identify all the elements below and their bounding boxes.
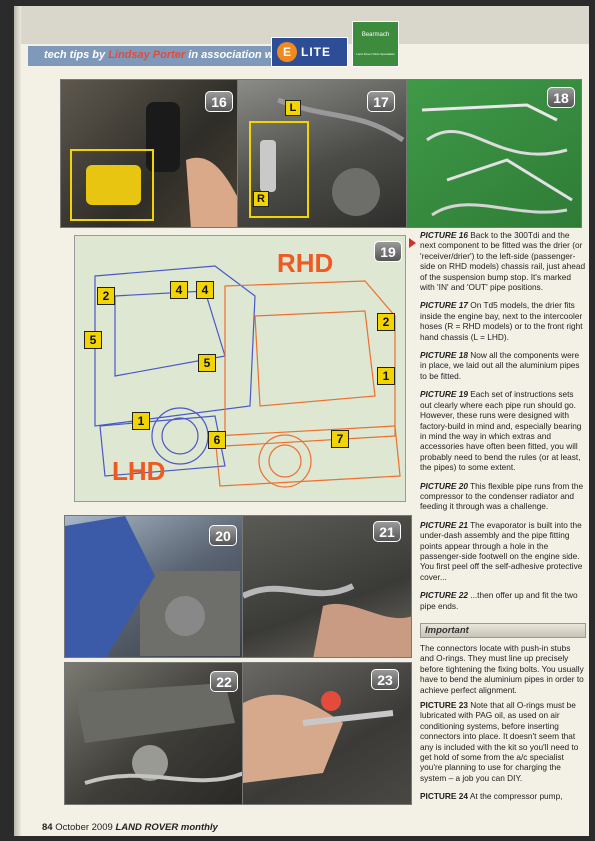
header-author: Lindsay Porter bbox=[108, 49, 186, 61]
photo-21-number: 21 bbox=[373, 521, 401, 542]
photo-20-number: 20 bbox=[209, 525, 237, 546]
caption-text: Now all the components were in place, we… bbox=[420, 350, 580, 381]
header-bar bbox=[28, 46, 291, 66]
issue-date: October 2009 bbox=[55, 822, 113, 833]
photo-16-number: 16 bbox=[205, 91, 233, 112]
header-prefix: tech tips by bbox=[44, 49, 106, 61]
caption-label: PICTURE 21 bbox=[420, 519, 468, 530]
rhd-label: RHD bbox=[277, 248, 334, 278]
important-text: The connectors locate with push-in stubs… bbox=[420, 643, 584, 695]
diagram-number: 19 bbox=[374, 241, 402, 262]
photo-22: 22 bbox=[64, 662, 243, 805]
diagram-marker: 4 bbox=[196, 281, 214, 299]
header-suffix: in association with bbox=[188, 49, 287, 61]
caption-text: Each set of instructions sets out clearl… bbox=[420, 389, 582, 473]
diagram-marker: 7 bbox=[331, 430, 349, 448]
photo-17-label-l: L bbox=[285, 100, 301, 116]
page-footer: 84 October 2009 LAND ROVER monthly bbox=[42, 822, 218, 833]
pipe-routing-diagram: RHD LHD 19 2 4 4 5 5 2 1 1 6 7 bbox=[74, 235, 406, 502]
diagram-marker: 2 bbox=[97, 287, 115, 305]
caption-16: PICTURE 16 Back to the 300Tdi and the ne… bbox=[420, 230, 586, 292]
page-spine bbox=[14, 6, 21, 836]
magazine-page: tech tips by Lindsay Porter in associati… bbox=[14, 6, 589, 836]
bearmach-logo: Bearmach Land Rover Parts Specialists bbox=[352, 21, 399, 67]
caption-22: PICTURE 22 ...then offer up and fit the … bbox=[420, 590, 586, 611]
caption-21: PICTURE 21 The evaporator is built into … bbox=[420, 520, 586, 582]
photo-23-scene bbox=[243, 691, 394, 783]
caption-text: At the compressor pump, bbox=[469, 791, 563, 802]
diagram-marker: 2 bbox=[377, 313, 395, 331]
caption-text: Note that all O-rings must be lubricated… bbox=[420, 700, 579, 783]
photo-20-scene bbox=[65, 516, 240, 657]
magazine-name: LAND ROVER bbox=[115, 822, 179, 833]
photo-17-number: 17 bbox=[367, 91, 395, 112]
photo-23: 23 bbox=[242, 662, 412, 805]
photo-18-scene bbox=[421, 103, 573, 217]
caption-column: PICTURE 16 Back to the 300Tdi and the ne… bbox=[420, 230, 586, 619]
photo-22-number: 22 bbox=[210, 671, 238, 692]
caption-label: PICTURE 19 bbox=[420, 389, 468, 400]
bearmach-logo-tagline: Land Rover Parts Specialists bbox=[356, 52, 395, 56]
elite-logo-icon: E bbox=[277, 42, 297, 62]
caption-label: PICTURE 22 bbox=[420, 590, 468, 601]
caption-20: PICTURE 20 This flexible pipe runs from … bbox=[420, 481, 586, 512]
caption-text: The evaporator is built into the under-d… bbox=[420, 519, 583, 582]
photo-23-number: 23 bbox=[371, 669, 399, 690]
caption-text: This flexible pipe runs from the compres… bbox=[420, 480, 584, 512]
caption-label: PICTURE 16 bbox=[420, 230, 468, 240]
caption-text: On Td5 models, the drier fits inside the… bbox=[420, 300, 583, 342]
diagram-marker: 1 bbox=[132, 412, 150, 430]
caption-19: PICTURE 19 Each set of instructions sets… bbox=[420, 389, 586, 472]
photo-21: 21 bbox=[242, 515, 412, 658]
diagram-marker: 5 bbox=[198, 354, 216, 372]
diagram-marker: 1 bbox=[377, 367, 395, 385]
page-number: 84 bbox=[42, 822, 53, 833]
caption-label: PICTURE 24 bbox=[420, 791, 468, 802]
caption-text: Back to the 300Tdi and the next componen… bbox=[420, 230, 586, 293]
lhd-label: LHD bbox=[112, 456, 166, 486]
photo-22-scene bbox=[75, 683, 242, 785]
header-text: tech tips by Lindsay Porter in associati… bbox=[44, 49, 287, 61]
caption-23: PICTURE 23 Note that all O-rings must be… bbox=[420, 700, 586, 783]
diagram-marker: 4 bbox=[170, 281, 188, 299]
elite-logo-text: LITE bbox=[301, 45, 331, 59]
important-title: Important bbox=[425, 625, 469, 636]
photo-17: L R 17 bbox=[237, 79, 407, 228]
diagram-marker: 6 bbox=[208, 431, 226, 449]
caption-column-lower: PICTURE 23 Note that all O-rings must be… bbox=[420, 700, 586, 810]
photo-17-scene bbox=[249, 97, 405, 218]
caption-label: PICTURE 20 bbox=[420, 480, 468, 491]
diagram-marker: 5 bbox=[84, 331, 102, 349]
photo-16: 16 bbox=[60, 79, 239, 228]
caption-label: PICTURE 23 bbox=[420, 700, 468, 710]
caption-label: PICTURE 18 bbox=[420, 350, 468, 361]
photo-21-scene bbox=[243, 583, 411, 657]
caption-arrow-icon bbox=[409, 238, 416, 248]
important-heading-bar: Important bbox=[420, 623, 586, 638]
elite-logo: E LITE bbox=[271, 37, 348, 67]
photo-20: 20 bbox=[64, 515, 243, 658]
photo-16-scene bbox=[70, 102, 238, 227]
photo-18-number: 18 bbox=[547, 87, 575, 108]
caption-text: ...then offer up and fit the two pipe en… bbox=[420, 590, 578, 611]
bearmach-logo-text: Bearmach bbox=[361, 32, 390, 38]
caption-label: PICTURE 17 bbox=[420, 300, 468, 311]
caption-24: PICTURE 24 At the compressor pump, bbox=[420, 791, 586, 801]
caption-17: PICTURE 17 On Td5 models, the drier fits… bbox=[420, 300, 586, 342]
caption-18: PICTURE 18 Now all the components were i… bbox=[420, 350, 586, 381]
photo-17-label-r: R bbox=[253, 191, 269, 207]
magazine-name-suffix: monthly bbox=[180, 822, 218, 833]
photo-18: 18 bbox=[406, 79, 582, 228]
